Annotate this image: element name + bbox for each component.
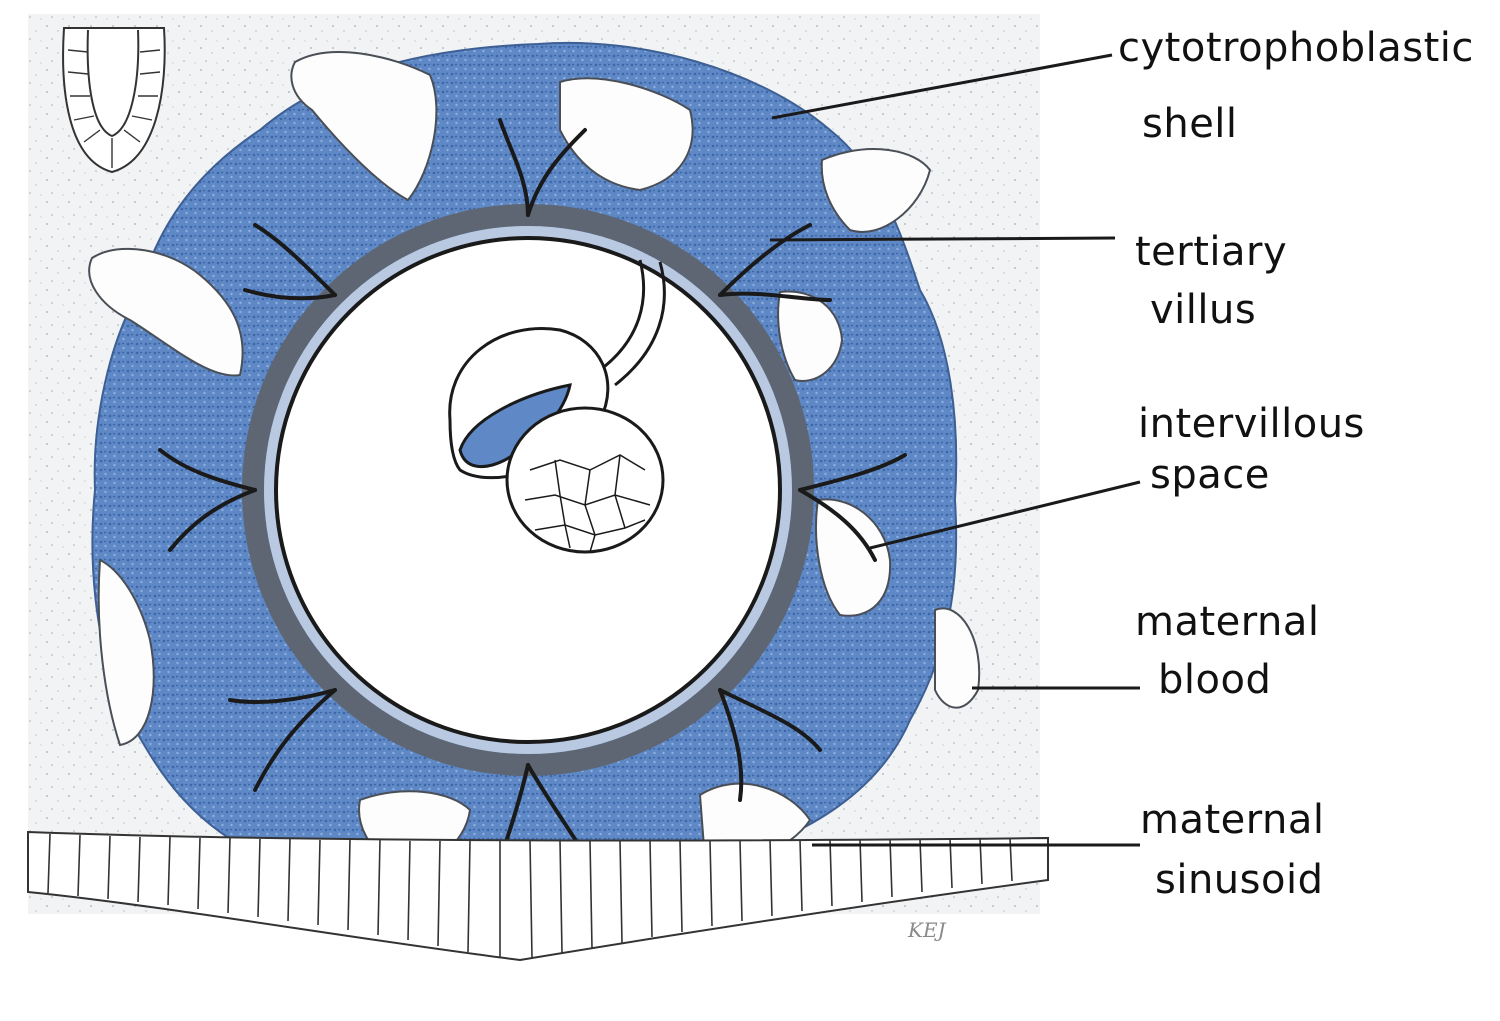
leader-tertiary-villus — [769, 236, 1116, 242]
chorionic-plate-pale — [264, 226, 792, 754]
lacuna-top-right — [820, 148, 932, 233]
yolk-sac — [505, 406, 665, 554]
lacuna-right-upper — [777, 290, 844, 382]
label-maternal-sinusoid-line1: maternal — [1140, 797, 1325, 843]
label-intervillous: intervillous — [1138, 401, 1365, 447]
uterine-gland — [62, 27, 166, 174]
label-villus: villus — [1150, 287, 1257, 333]
embryonic-disc — [458, 383, 572, 469]
lacuna-top-left — [290, 51, 438, 202]
label-space: space — [1150, 452, 1270, 498]
connecting-stalk-inner — [614, 261, 666, 387]
yolk-sac-mesh — [524, 454, 651, 553]
lacuna-left-lower — [97, 558, 155, 747]
label-tertiary: tertiary — [1135, 229, 1288, 275]
leader-cytotrophoblastic-shell — [771, 53, 1113, 120]
lacuna-left — [88, 247, 244, 377]
label-blood: blood — [1158, 657, 1272, 703]
label-shell: shell — [1142, 101, 1238, 147]
artist-signature: KEJ — [908, 918, 946, 942]
label-maternal-blood-line1: maternal — [1135, 599, 1320, 645]
embryo — [448, 327, 665, 554]
tertiary-villi — [158, 118, 907, 862]
lacuna-right-lower — [934, 607, 981, 709]
lacuna-top — [559, 77, 694, 192]
uterine-epithelium — [27, 830, 1049, 962]
leader-intervillous-space — [869, 480, 1141, 550]
label-cytotrophoblastic: cytotrophoblastic — [1118, 25, 1474, 71]
lacuna-right-middle — [815, 498, 892, 617]
label-sinusoid: sinusoid — [1155, 857, 1324, 903]
leader-lines — [769, 53, 1141, 847]
